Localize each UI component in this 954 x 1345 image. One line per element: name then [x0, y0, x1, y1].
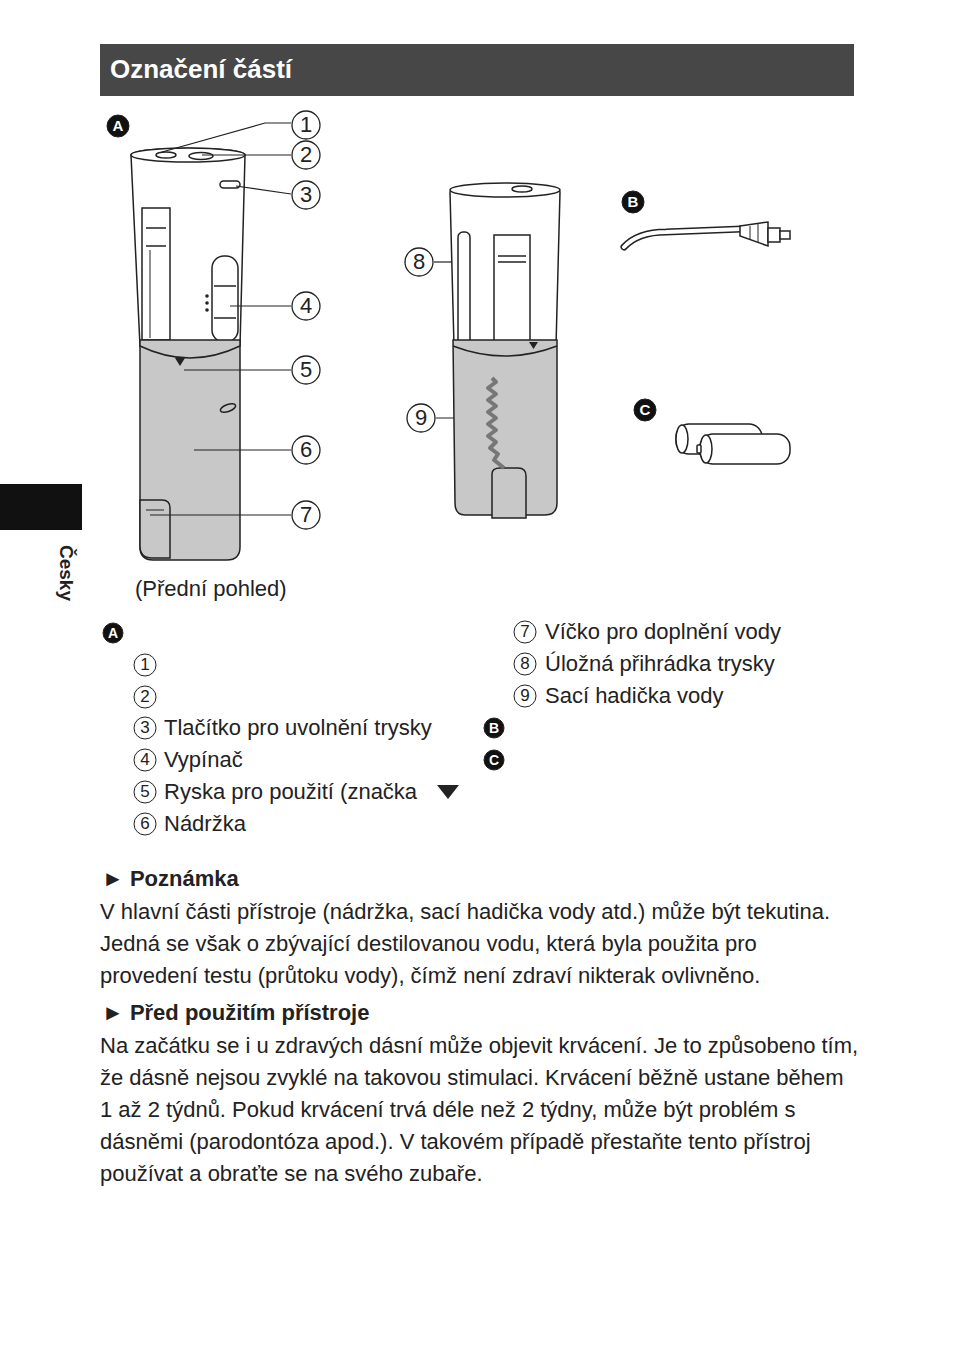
figure-badge	[622, 191, 644, 213]
callout-number: 8	[520, 654, 529, 674]
language-tab	[0, 484, 82, 530]
callout-circles	[103, 111, 656, 835]
usage-mark-symbol	[437, 785, 459, 799]
part-name: Nádržka	[164, 811, 246, 836]
nozzle	[624, 222, 790, 247]
callout-number: 3	[300, 182, 312, 207]
figure-badge	[107, 115, 129, 137]
water-hose	[488, 378, 504, 468]
callout-circle	[134, 686, 156, 708]
callout-number: 4	[300, 293, 312, 318]
callout-number: 2	[300, 142, 312, 167]
callout-number: 1	[140, 655, 149, 675]
part-name: Ryska pro použití (značka	[164, 779, 417, 804]
part-name: Sací hadička vody	[545, 683, 724, 708]
page-title: Označení částí	[110, 55, 292, 85]
callout-circle	[134, 717, 156, 739]
part-name: Tlačítko pro uvolnění trysky	[164, 715, 432, 740]
callout-circle	[292, 356, 320, 384]
switch-dots	[205, 294, 209, 312]
part-name: Vypínač	[164, 747, 243, 772]
batteries	[676, 424, 790, 464]
callout-number: 4	[140, 750, 149, 770]
figure-badge	[484, 718, 504, 738]
callout-circle	[292, 292, 320, 320]
figure-letter: C	[489, 752, 499, 768]
figure-badge	[634, 399, 656, 421]
figure-letter: A	[113, 117, 124, 134]
figure-badge	[103, 623, 123, 643]
callout-circle	[292, 436, 320, 464]
callout-circle	[292, 141, 320, 169]
callout-number: 9	[415, 405, 427, 430]
callout-number: 3	[140, 718, 149, 738]
callout-number: 8	[413, 249, 425, 274]
usage-mark	[175, 358, 185, 366]
callout-number: 2	[140, 687, 149, 707]
part-name: (Přední pohled)	[135, 576, 287, 601]
callout-number: 5	[140, 782, 149, 802]
figure-letter: B	[628, 193, 639, 210]
note-heading: ► Poznámka	[102, 866, 239, 891]
callout-circle	[292, 111, 320, 139]
callout-circle	[134, 654, 156, 676]
device-front	[131, 148, 245, 560]
callout-circle	[292, 501, 320, 529]
figure-letter: B	[489, 720, 499, 736]
callout-number: 1	[300, 112, 312, 137]
figure-badge	[484, 750, 504, 770]
note-heading: ► Před použitím přístroje	[102, 1000, 369, 1025]
callout-number: 6	[300, 437, 312, 462]
callout-circle	[134, 813, 156, 835]
header-band	[100, 44, 854, 96]
device-side	[450, 183, 560, 518]
part-name: Úložná přihrádka trysky	[545, 651, 775, 676]
callout-number: 6	[140, 814, 149, 834]
callout-circle	[405, 248, 433, 276]
callout-number: 7	[300, 502, 312, 527]
figure-letter: C	[640, 401, 651, 418]
part-name: Víčko pro doplnění vody	[545, 619, 781, 644]
leader-lines	[150, 123, 490, 515]
note-paragraph: Na začátku se i u zdravých dásní může ob…	[100, 1030, 860, 1190]
usage-mark	[529, 342, 538, 349]
callout-circle	[514, 653, 536, 675]
callout-number: 9	[520, 686, 529, 706]
callout-circle	[407, 404, 435, 432]
callout-number: 7	[520, 622, 529, 642]
language-tab-label: Česky	[55, 545, 77, 601]
callout-circle	[514, 685, 536, 707]
figure-letter: A	[108, 625, 118, 641]
callout-circle	[134, 781, 156, 803]
note-paragraph: V hlavní části přístroje (nádržka, sací …	[100, 896, 860, 992]
callout-circle	[134, 749, 156, 771]
callout-circle	[514, 621, 536, 643]
callout-number: 5	[300, 357, 312, 382]
callout-circle	[292, 181, 320, 209]
